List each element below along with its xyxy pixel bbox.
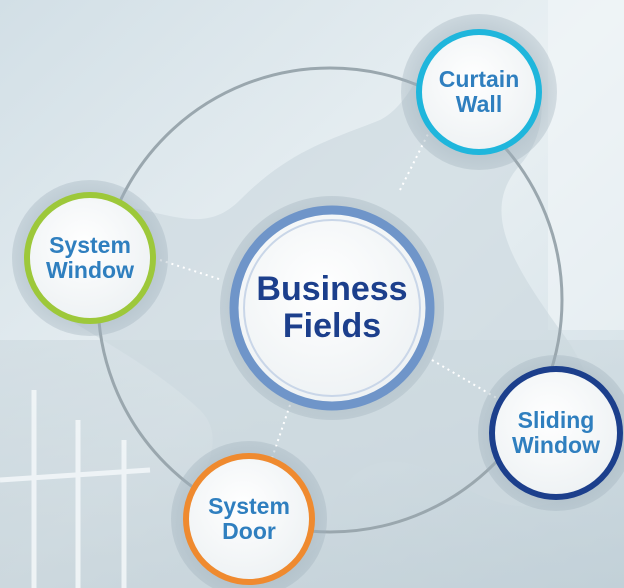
system-door-label: System Door — [208, 493, 290, 544]
wall-light — [548, 0, 624, 330]
system-window-node — [24, 192, 156, 324]
sliding-window-label: Sliding Window — [512, 407, 600, 458]
system-window-label: System Window — [46, 232, 134, 283]
center-node-ring — [229, 205, 435, 411]
center-node-inner-ring — [243, 219, 421, 397]
center-label: Business Fields — [256, 270, 408, 345]
curtain-wall-node — [416, 29, 542, 155]
sliding-window-node — [489, 366, 623, 500]
window-frames — [0, 390, 151, 588]
curtain-wall-label: Curtain Wall — [438, 66, 520, 117]
system-door-node — [183, 453, 315, 585]
